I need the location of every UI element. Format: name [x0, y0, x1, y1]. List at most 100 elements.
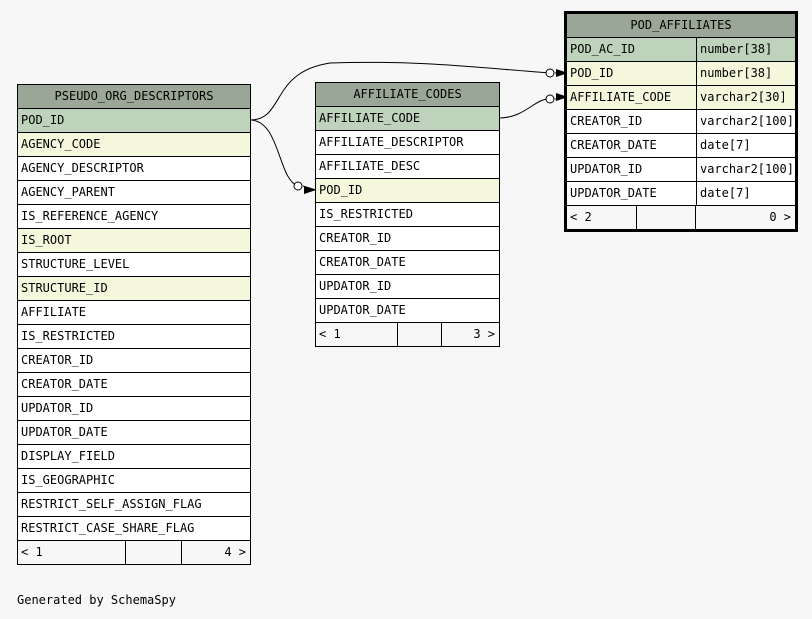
column-row[interactable]: AFFILIATE_DESCRIPTOR: [316, 131, 499, 155]
column-name: AGENCY_DESCRIPTOR: [21, 161, 144, 175]
column-name: UPDATOR_DATE: [319, 303, 406, 317]
column-row[interactable]: IS_REFERENCE_AGENCY: [18, 205, 250, 229]
column-name: AFFILIATE_DESCRIPTOR: [319, 135, 464, 149]
column-row[interactable]: DISPLAY_FIELD: [18, 445, 250, 469]
table-name: AFFILIATE_CODES: [353, 87, 462, 101]
column-name: IS_GEOGRAPHIC: [21, 473, 115, 487]
column-row[interactable]: UPDATOR_ID: [316, 275, 499, 299]
column-row[interactable]: POD_ID: [316, 179, 499, 203]
column-name: POD_ID: [570, 66, 614, 80]
parents-count[interactable]: < 1: [21, 545, 43, 559]
rel-pod-to-affiliate-codes: [249, 119, 299, 187]
column-row[interactable]: CREATOR_DATE date[7]: [567, 134, 795, 158]
column-row[interactable]: UPDATOR_DATE date[7]: [567, 182, 795, 206]
column-name: AGENCY_PARENT: [21, 185, 115, 199]
table-header[interactable]: POD_AFFILIATES: [567, 14, 795, 38]
table-header[interactable]: PSEUDO_ORG_DESCRIPTORS: [18, 85, 250, 109]
column-name: AGENCY_CODE: [21, 137, 101, 151]
table-name: PSEUDO_ORG_DESCRIPTORS: [54, 89, 214, 103]
crow-foot-circle: [293, 181, 303, 191]
parents-count[interactable]: < 1: [319, 327, 341, 341]
column-row[interactable]: AGENCY_PARENT: [18, 181, 250, 205]
column-name: IS_RESTRICTED: [21, 329, 115, 343]
column-row[interactable]: UPDATOR_DATE: [18, 421, 250, 445]
column-name: AFFILIATE_CODE: [570, 90, 672, 104]
column-type: varchar2[100]: [696, 158, 795, 181]
column-name: UPDATOR_ID: [319, 279, 392, 293]
column-row[interactable]: CREATOR_ID: [18, 349, 250, 373]
column-name: CREATOR_DATE: [319, 255, 406, 269]
column-row[interactable]: RESTRICT_CASE_SHARE_FLAG: [18, 517, 250, 541]
table-header[interactable]: AFFILIATE_CODES: [316, 83, 499, 107]
children-count[interactable]: 0 >: [695, 206, 795, 229]
column-name: AFFILIATE: [21, 305, 87, 319]
column-row[interactable]: AFFILIATE: [18, 301, 250, 325]
children-count[interactable]: 3 >: [441, 323, 499, 346]
column-row[interactable]: AFFILIATE_CODE: [316, 107, 499, 131]
parents-count[interactable]: < 2: [570, 210, 592, 224]
column-name: RESTRICT_SELF_ASSIGN_FLAG: [21, 497, 202, 511]
arrowhead: [304, 186, 316, 194]
column-row[interactable]: AGENCY_CODE: [18, 133, 250, 157]
column-name: CREATOR_DATE: [21, 377, 108, 391]
column-name: CREATOR_ID: [21, 353, 94, 367]
column-name: IS_ROOT: [21, 233, 72, 247]
column-row[interactable]: IS_ROOT: [18, 229, 250, 253]
column-row[interactable]: IS_RESTRICTED: [316, 203, 499, 227]
column-name: AFFILIATE_CODE: [319, 111, 421, 125]
column-name: STRUCTURE_ID: [21, 281, 108, 295]
column-type: varchar2[100]: [696, 110, 795, 133]
column-row[interactable]: CREATOR_DATE: [18, 373, 250, 397]
column-name: UPDATOR_ID: [570, 162, 643, 176]
column-name: STRUCTURE_LEVEL: [21, 257, 130, 271]
column-type: date[7]: [696, 134, 795, 157]
column-row[interactable]: CREATOR_ID: [316, 227, 499, 251]
column-name: IS_RESTRICTED: [319, 207, 413, 221]
column-row[interactable]: CREATOR_ID varchar2[100]: [567, 110, 795, 134]
column-name: UPDATOR_DATE: [570, 186, 657, 200]
column-name: CREATOR_DATE: [570, 138, 657, 152]
column-list: AFFILIATE_CODE AFFILIATE_DESCRIPTOR AFFILI…: [316, 107, 499, 323]
children-count[interactable]: 4 >: [181, 541, 250, 564]
rel-affiliate-code-to-pod-affiliates: [498, 98, 551, 119]
table-footer: < 2 0 >: [567, 206, 795, 229]
column-row[interactable]: RESTRICT_SELF_ASSIGN_FLAG: [18, 493, 250, 517]
column-row[interactable]: CREATOR_DATE: [316, 251, 499, 275]
crow-foot-circle: [545, 68, 555, 78]
column-row[interactable]: AGENCY_DESCRIPTOR: [18, 157, 250, 181]
footer-spacer: [397, 323, 441, 346]
table-name: POD_AFFILIATES: [630, 18, 732, 32]
column-row[interactable]: IS_GEOGRAPHIC: [18, 469, 250, 493]
arrowhead: [556, 69, 568, 77]
column-row[interactable]: UPDATOR_ID: [18, 397, 250, 421]
column-row[interactable]: IS_RESTRICTED: [18, 325, 250, 349]
column-name: RESTRICT_CASE_SHARE_FLAG: [21, 521, 195, 535]
column-row[interactable]: POD_ID: [18, 109, 250, 133]
column-row[interactable]: UPDATOR_DATE: [316, 299, 499, 323]
footer-spacer: [636, 206, 695, 229]
column-name: CREATOR_ID: [319, 231, 392, 245]
column-row[interactable]: STRUCTURE_ID: [18, 277, 250, 301]
table-footer: < 1 3 >: [316, 323, 499, 346]
generated-by-credit: Generated by SchemaSpy: [17, 593, 176, 607]
table-footer: < 1 4 >: [18, 541, 250, 564]
column-row[interactable]: AFFILIATE_DESC: [316, 155, 499, 179]
column-type: date[7]: [696, 182, 795, 205]
column-name: UPDATOR_ID: [21, 401, 94, 415]
column-name: POD_ID: [319, 183, 363, 197]
table-pseudo-org-descriptors[interactable]: PSEUDO_ORG_DESCRIPTORS POD_ID AGENCY_CODE…: [17, 84, 251, 565]
column-list: POD_ID AGENCY_CODE AGENCY_DESCRIPTOR AGENCY…: [18, 109, 250, 541]
column-row[interactable]: UPDATOR_ID varchar2[100]: [567, 158, 795, 182]
column-row[interactable]: STRUCTURE_LEVEL: [18, 253, 250, 277]
column-name: UPDATOR_DATE: [21, 425, 108, 439]
column-name: CREATOR_ID: [570, 114, 643, 128]
footer-spacer: [125, 541, 181, 564]
column-name: IS_REFERENCE_AGENCY: [21, 209, 159, 223]
